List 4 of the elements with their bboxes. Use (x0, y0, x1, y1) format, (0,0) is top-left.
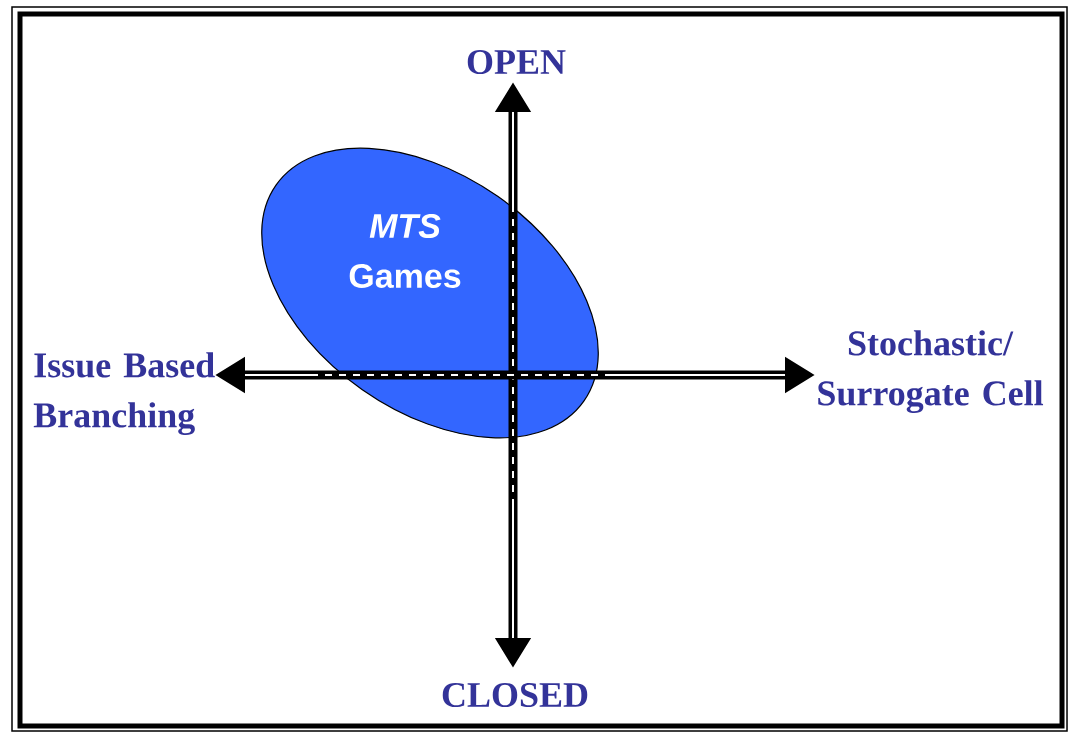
axis-label: OPEN (467, 49, 566, 75)
axis-label: CLOSED (442, 682, 588, 708)
axis-label: Issue Based Branching (33, 352, 215, 436)
axis-label: Stochastic/ Surrogate Cell (818, 330, 1044, 414)
